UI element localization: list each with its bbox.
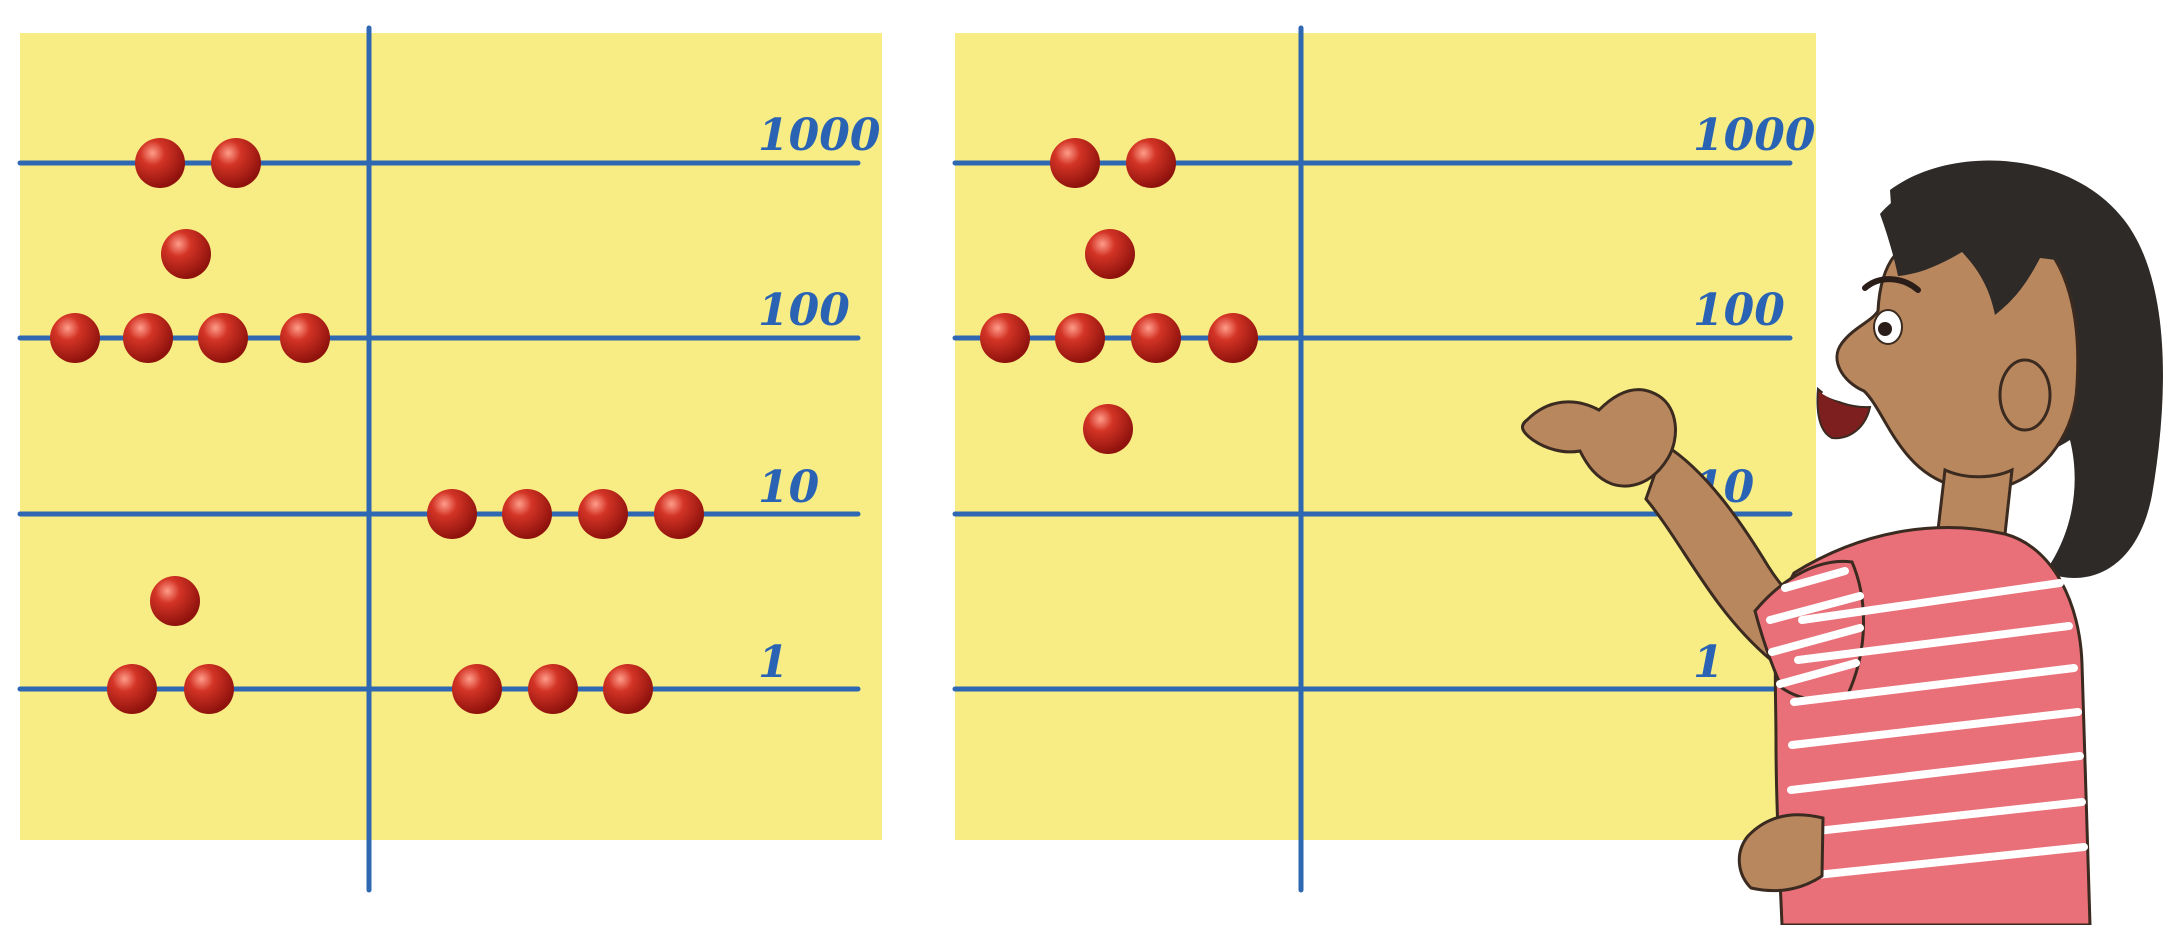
face xyxy=(1837,219,2078,490)
bead xyxy=(654,489,704,539)
left-label-1: 1 xyxy=(758,637,789,688)
eye-pupil xyxy=(1878,322,1892,336)
bead xyxy=(280,313,330,363)
right-label-1: 1 xyxy=(1693,637,1724,688)
bead xyxy=(980,313,1030,363)
bead xyxy=(1131,313,1181,363)
bead xyxy=(1055,313,1105,363)
mouth xyxy=(1818,389,1870,438)
right-abacus-board: 1000 100 10 1 xyxy=(955,28,1816,890)
bead xyxy=(135,138,185,188)
bead xyxy=(1126,138,1176,188)
bead xyxy=(211,138,261,188)
right-label-1000: 1000 xyxy=(1693,110,1816,161)
bead xyxy=(123,313,173,363)
bead xyxy=(107,664,157,714)
left-label-100: 100 xyxy=(758,285,850,336)
bead xyxy=(1208,313,1258,363)
bead xyxy=(427,489,477,539)
bead xyxy=(452,664,502,714)
right-label-100: 100 xyxy=(1693,285,1785,336)
bead xyxy=(150,576,200,626)
left-label-10: 10 xyxy=(758,462,820,513)
ear xyxy=(2000,360,2050,430)
bead xyxy=(50,313,100,363)
left-abacus-board: 1000 100 10 1 xyxy=(20,28,882,890)
bead xyxy=(1085,229,1135,279)
bead xyxy=(603,664,653,714)
bead xyxy=(1083,404,1133,454)
bead xyxy=(502,489,552,539)
bead xyxy=(198,313,248,363)
bead xyxy=(161,229,211,279)
bead xyxy=(1050,138,1100,188)
bead xyxy=(528,664,578,714)
bead xyxy=(184,664,234,714)
bead xyxy=(578,489,628,539)
left-label-1000: 1000 xyxy=(758,110,881,161)
